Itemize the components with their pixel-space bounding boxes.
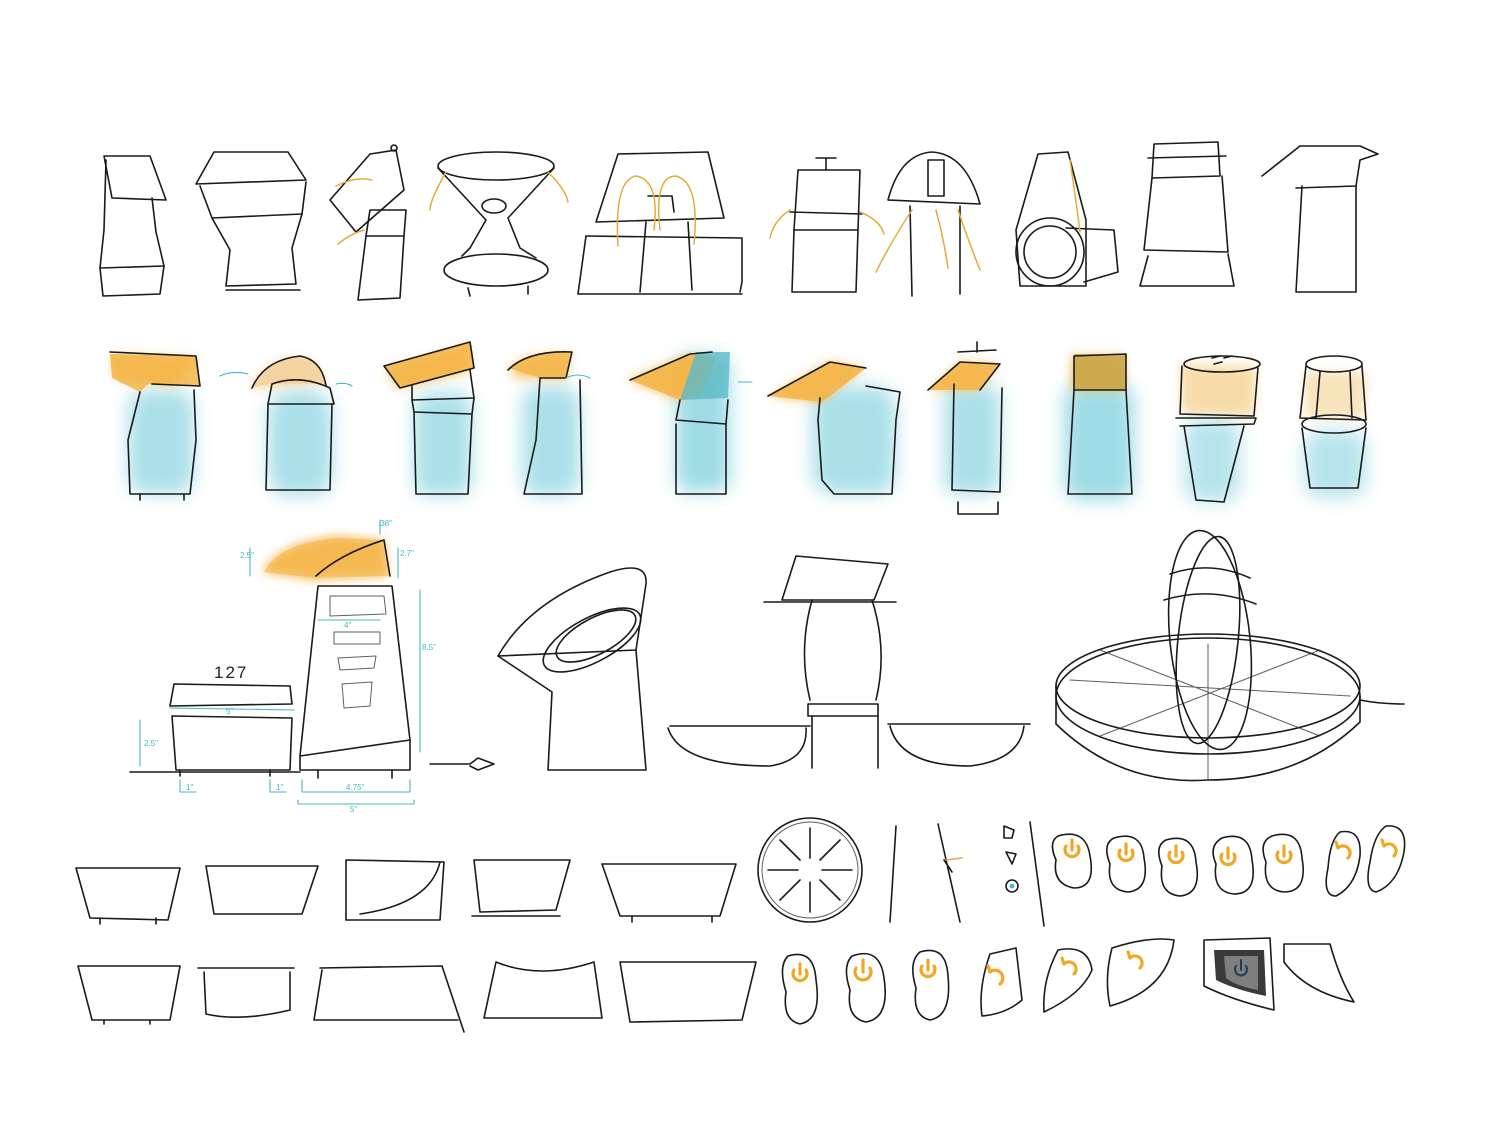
power-button-housing[interactable]: [1203, 937, 1275, 1011]
dim-left-width: 5": [226, 707, 233, 716]
concept-1-6: [769, 157, 885, 293]
dim-left-height: 2.5": [144, 739, 158, 748]
concept-2-4: [507, 351, 591, 495]
power-icon: [1117, 842, 1135, 863]
power-icon: [1167, 844, 1185, 865]
concept-2-6: [767, 361, 901, 495]
dim-base-a: 4.75": [346, 783, 365, 792]
dim-top-c: .38": [378, 519, 392, 528]
concept-2-8: [1067, 353, 1133, 495]
dim-top-b: 2.7": [400, 549, 414, 558]
power-icon: [919, 958, 937, 979]
concept-2-5: [629, 351, 753, 495]
concept-1-4: [429, 151, 569, 297]
reset-icon: [1334, 840, 1352, 860]
concept-1-2: [195, 151, 307, 291]
power-button-4[interactable]: [1212, 835, 1254, 895]
profile-lines: [889, 821, 1045, 927]
concept-1-10: [1261, 145, 1379, 293]
dim-left-foot-a: 1": [186, 783, 193, 792]
concept-2-7: [927, 341, 1003, 515]
reset-button-2[interactable]: [1367, 825, 1406, 893]
row-2-concepts: [109, 341, 1367, 515]
dimensioned-concept: 127 2.5" 2.7" .38" 4" 2.5" 5" 1" 1" 8.5"…: [129, 519, 495, 814]
power-button-3[interactable]: [1158, 837, 1199, 897]
reset-icon: [1126, 950, 1144, 970]
dim-base-b: 5": [350, 805, 357, 814]
base-row-1: [75, 859, 737, 925]
concept-2-2: [219, 355, 353, 491]
reset-icon: [986, 964, 1005, 986]
dim-tower-height: 8.5": [422, 643, 436, 652]
power-button-row-1: [1051, 825, 1406, 897]
concept-2-10: [1299, 355, 1367, 489]
power-button-8[interactable]: [912, 949, 950, 1021]
dim-top-a: 2.5": [240, 551, 254, 560]
concept-2-1: [109, 351, 201, 501]
power-icon: [1063, 838, 1081, 859]
concept-1-3: [329, 144, 407, 301]
model-number-label: 127: [214, 663, 248, 682]
reset-button-3[interactable]: [980, 947, 1023, 1017]
concept-1-8: [1015, 151, 1119, 287]
concept-1-9: [1139, 141, 1235, 287]
reset-button-4[interactable]: [1042, 948, 1093, 1013]
dim-top-d: 4": [344, 621, 351, 630]
power-icon: [853, 958, 873, 982]
vent-cap-detail: [757, 817, 863, 923]
power-icon: [1219, 846, 1237, 867]
power-icon: [1275, 844, 1293, 865]
power-button-2[interactable]: [1106, 835, 1147, 893]
reset-button-5[interactable]: [1106, 938, 1175, 1007]
base-variations: [75, 817, 1045, 1033]
power-button-6[interactable]: [781, 953, 819, 1025]
row-1-concepts: [99, 141, 1379, 301]
base-row-2: [77, 961, 757, 1033]
reset-button-1[interactable]: [1325, 830, 1361, 897]
curved-panel: [1283, 943, 1355, 1003]
power-button-icon: [1234, 959, 1248, 977]
tilted-lid-concept: [497, 567, 647, 771]
concept-2-3: [383, 341, 475, 495]
power-icon: [791, 962, 809, 983]
ring-base-concept: [1055, 529, 1405, 782]
power-button-studies: [781, 825, 1406, 1025]
column-concept: [667, 555, 1031, 769]
concept-1-7: [875, 151, 981, 297]
dim-left-foot-b: 1": [276, 783, 283, 792]
concept-2-9: [1175, 355, 1261, 503]
power-button-5[interactable]: [1262, 833, 1304, 893]
reset-icon: [1380, 838, 1398, 858]
power-button-row-2: [781, 937, 1355, 1025]
concept-1-1: [99, 155, 167, 297]
power-button-7[interactable]: [845, 952, 886, 1023]
concept-1-5: [577, 151, 743, 295]
row-3-concepts: 127 2.5" 2.7" .38" 4" 2.5" 5" 1" 1" 8.5"…: [129, 519, 1405, 814]
reset-icon: [1060, 956, 1078, 976]
power-button-1[interactable]: [1051, 833, 1093, 889]
